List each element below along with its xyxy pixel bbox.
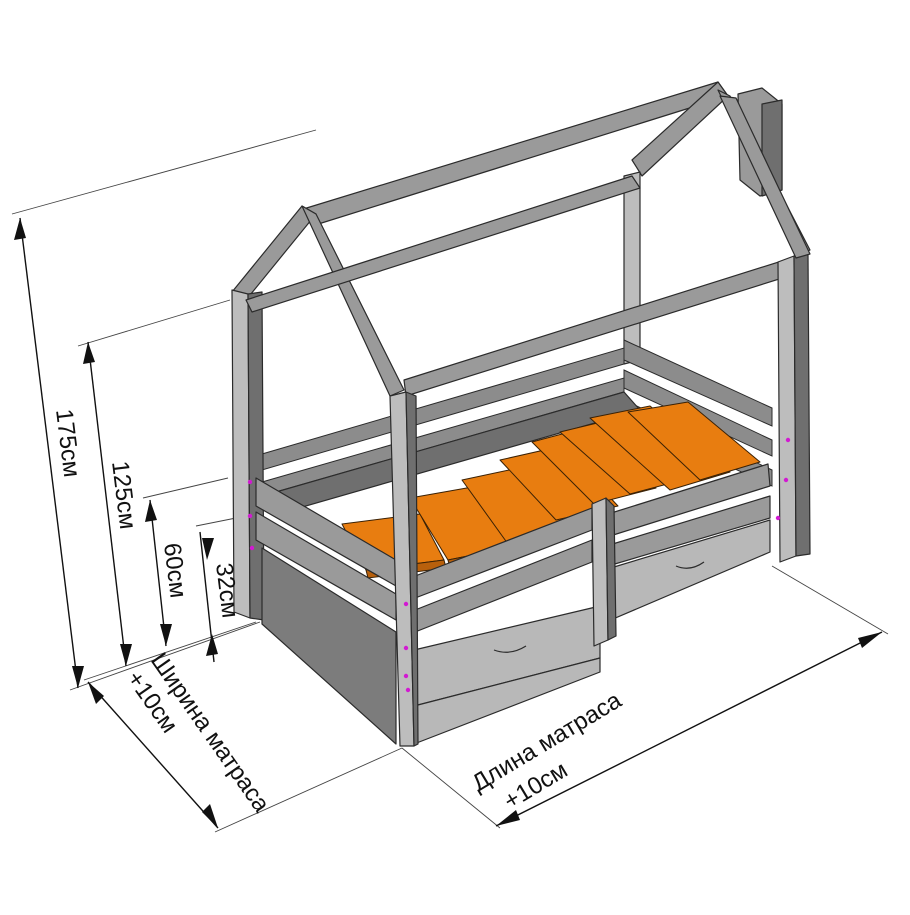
dimension-lines (14, 217, 883, 829)
bed-front (231, 95, 811, 747)
total-height-label: 175см (50, 407, 85, 478)
marker-dots (247, 437, 791, 693)
frame-height-label: 125см (106, 459, 141, 530)
base-height-label: 32см (210, 561, 244, 619)
extension-lines (11, 129, 889, 833)
side-height-label: 60см (158, 541, 192, 599)
bed-back (261, 81, 811, 515)
